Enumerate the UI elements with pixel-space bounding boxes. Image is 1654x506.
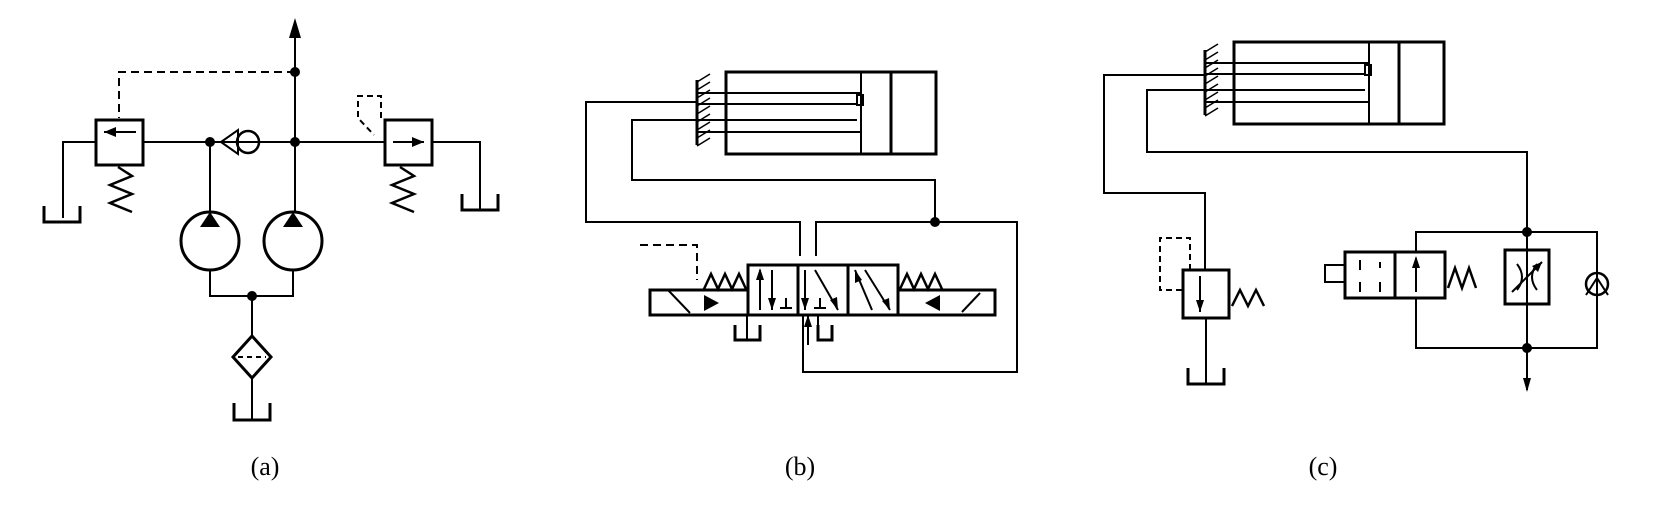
pilot-line-dashed bbox=[118, 71, 295, 118]
caption-c: (c) bbox=[1308, 452, 1338, 481]
tank-icon bbox=[42, 206, 82, 224]
tank-icon bbox=[460, 194, 500, 212]
junction-dot bbox=[290, 67, 300, 77]
tank-icon bbox=[1186, 368, 1226, 386]
hydraulic-cylinder bbox=[1203, 40, 1446, 126]
filter-icon bbox=[230, 296, 274, 420]
relief-valve bbox=[1159, 237, 1266, 384]
circuit-b bbox=[585, 70, 1018, 373]
check-valve-icon bbox=[220, 128, 261, 156]
pump-right bbox=[262, 142, 324, 272]
tank-icon bbox=[232, 403, 272, 422]
check-valve-icon bbox=[1584, 271, 1610, 297]
hydraulic-cylinder bbox=[695, 70, 938, 156]
directional-valve bbox=[648, 263, 997, 317]
caption-a: (a) bbox=[250, 452, 280, 481]
throttle-valve-icon bbox=[1503, 248, 1551, 306]
output-arrow bbox=[289, 18, 301, 142]
relief-valve-right bbox=[357, 95, 481, 214]
relief-valve-left bbox=[62, 118, 145, 218]
solenoid-valve bbox=[1324, 250, 1478, 300]
caption-b: (b) bbox=[784, 452, 816, 481]
circuit-c bbox=[1103, 40, 1610, 392]
circuit-a bbox=[42, 18, 500, 422]
